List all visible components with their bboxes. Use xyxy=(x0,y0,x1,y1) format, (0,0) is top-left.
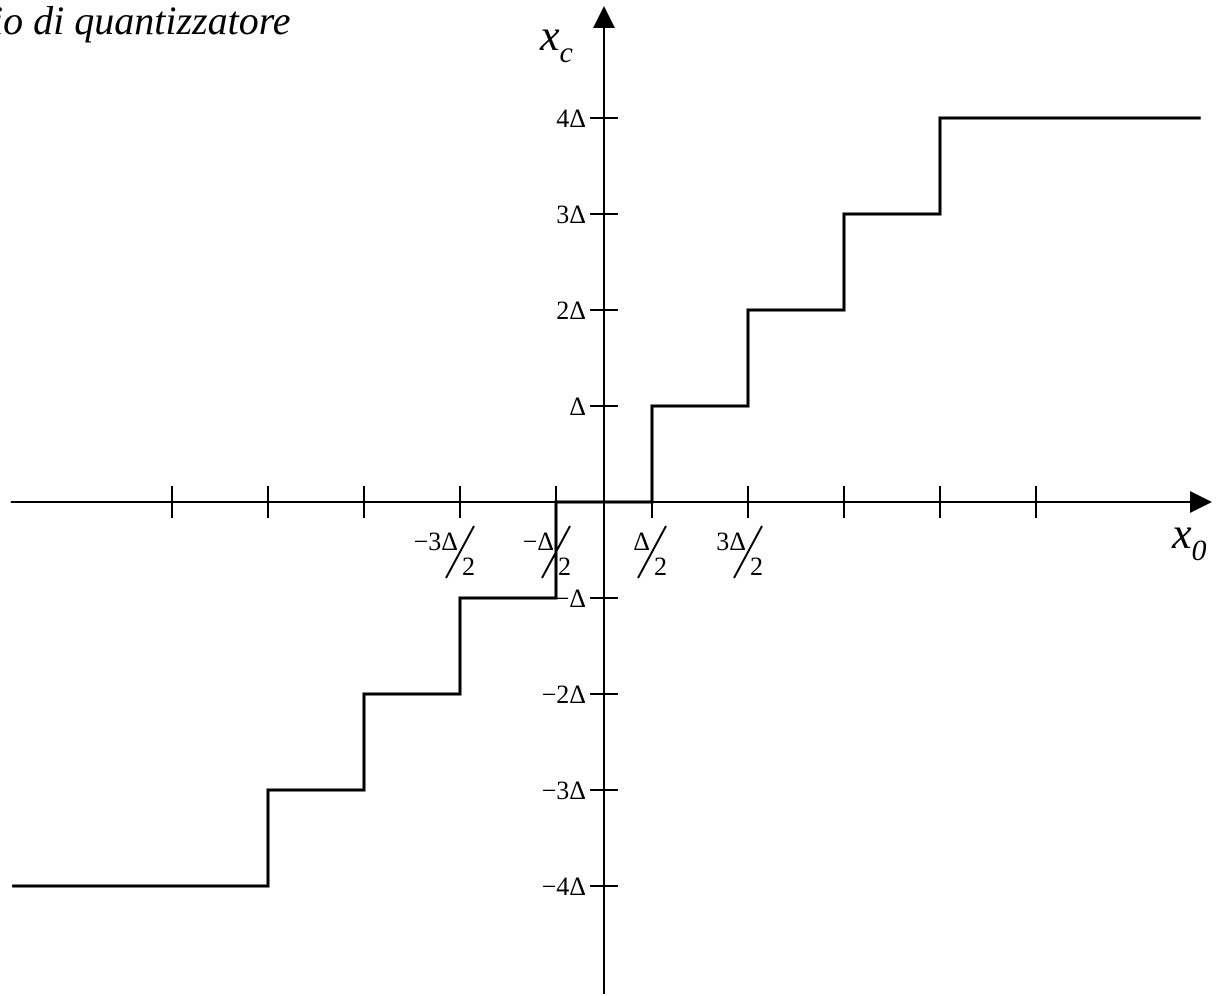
x-tick-label-denominator-3: 2 xyxy=(750,552,763,581)
axes xyxy=(10,6,1212,994)
x-axis-arrow xyxy=(1190,491,1212,513)
x-tick-label-denominator-0: 2 xyxy=(462,552,475,581)
x-tick-label-numerator-3: 3Δ xyxy=(716,527,746,556)
x-tick-label-3: 3Δ2 xyxy=(716,525,763,581)
y-tick-label-5: −2Δ xyxy=(542,680,586,709)
y-tick-label-0: 4Δ xyxy=(556,104,586,133)
staircase-series xyxy=(12,116,1201,888)
x-axis-label: x0 xyxy=(1171,509,1207,567)
x-tick-label-slash-0 xyxy=(445,525,475,579)
y-tick-label-2: 2Δ xyxy=(556,296,586,325)
x-tick-label-slash-1 xyxy=(541,525,571,579)
x-tick-label-numerator-0: −3Δ xyxy=(414,527,458,556)
x-tick-label-denominator-2: 2 xyxy=(654,552,667,581)
y-tick-label-3: Δ xyxy=(569,392,586,421)
x-tick-label-numerator-1: −Δ xyxy=(523,527,554,556)
y-axis-label: xc xyxy=(539,11,573,69)
x-tick-label-numerator-2: Δ xyxy=(633,527,650,556)
y-tick-label-1: 3Δ xyxy=(556,200,586,229)
x-tick-label-denominator-1: 2 xyxy=(558,552,571,581)
y-axis-arrow xyxy=(593,6,615,28)
x-tick-label-slash-2 xyxy=(637,525,667,579)
x-tick-label-slash-3 xyxy=(733,525,763,579)
x-tick-label-1: −Δ2 xyxy=(523,525,571,581)
y-tick-label-7: −4Δ xyxy=(542,872,586,901)
y-tick-label-4: −Δ xyxy=(555,584,586,613)
y-tick-label-6: −3Δ xyxy=(542,776,586,805)
chart-title: io di quantizzatore xyxy=(0,0,291,43)
x-tick-label-0: −3Δ2 xyxy=(414,525,475,581)
x-tick-label-2: Δ2 xyxy=(633,525,667,581)
